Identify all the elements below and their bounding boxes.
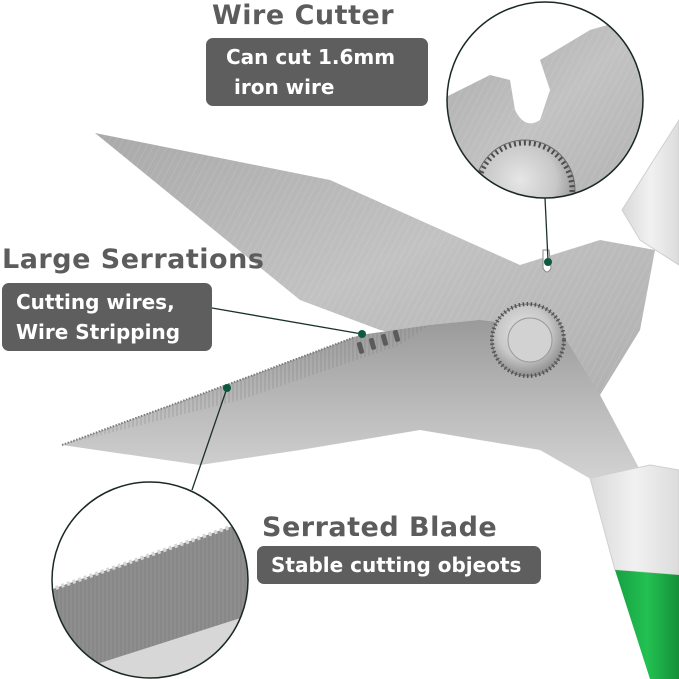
wire-cutter-badge: Can cut 1.6mm iron wire bbox=[206, 38, 428, 106]
wire-cutter-line-2: iron wire bbox=[234, 75, 335, 99]
large-serrations-line-2: Wire Stripping bbox=[16, 320, 181, 344]
lower-handle-green bbox=[615, 570, 679, 679]
serrated-blade-zoom-circle bbox=[51, 481, 249, 679]
wire-cutter-dot bbox=[544, 258, 552, 266]
large-serrations-line-1: Cutting wires, bbox=[16, 290, 175, 314]
wire-cutter-line-1: Can cut 1.6mm bbox=[226, 45, 396, 69]
serrated-blade-dot bbox=[223, 384, 231, 392]
wire-cutter-heading: Wire Cutter bbox=[212, 0, 395, 31]
leader-lines bbox=[191, 197, 549, 491]
serrated-blade-line-1: Stable cutting objeots bbox=[271, 553, 522, 577]
serrated-edge bbox=[61, 336, 356, 446]
wire-cutter-zoom-circle bbox=[446, 1, 644, 199]
pivot-rivet bbox=[490, 302, 566, 378]
large-serrations-badge: Cutting wires, Wire Stripping bbox=[2, 283, 212, 351]
leader-dots bbox=[223, 258, 552, 392]
lower-handle-white bbox=[589, 464, 679, 576]
large-serrations-dot bbox=[358, 330, 366, 338]
serrated-blade-heading: Serrated Blade bbox=[262, 512, 498, 543]
large-serrations-heading: Large Serrations bbox=[2, 244, 265, 275]
serrated-blade-badge: Stable cutting objeots bbox=[257, 546, 541, 584]
upper-handle bbox=[621, 119, 679, 266]
large-serrations bbox=[356, 329, 401, 354]
